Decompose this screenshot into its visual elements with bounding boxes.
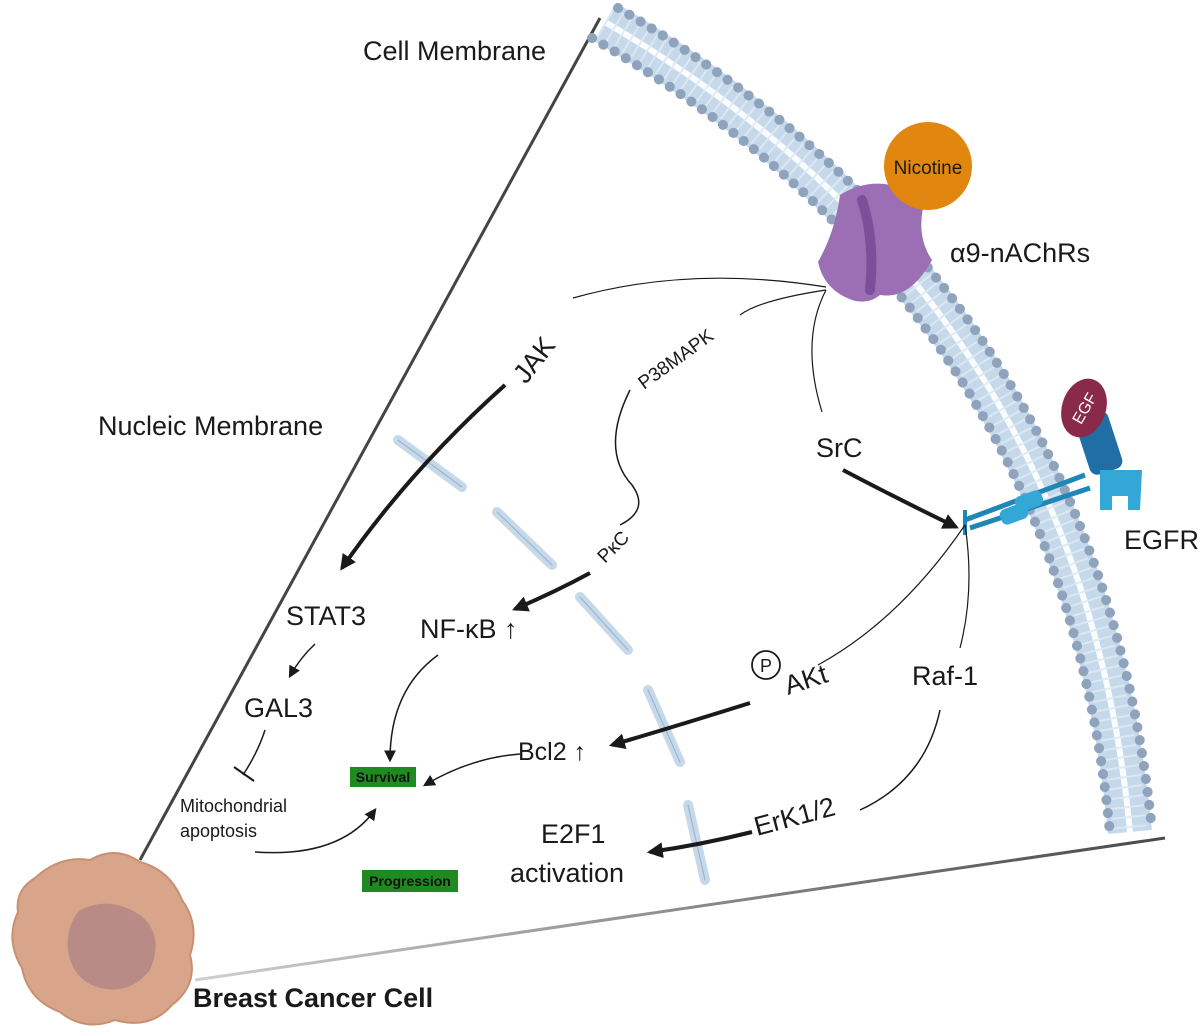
nucleic-membrane-label: Nucleic Membrane — [98, 411, 323, 441]
nfkb-label: NF-κB ↑ — [420, 614, 518, 644]
arrow-jak-stat3 — [340, 383, 507, 571]
wedge-bottom-edge — [194, 836, 1166, 982]
progression-box: Progression — [362, 870, 458, 892]
arrow-nfkb-survival — [384, 654, 439, 763]
nucleic-membrane — [393, 435, 710, 885]
nicotine-molecule: Nicotine — [884, 122, 972, 210]
nicotine-label: Nicotine — [894, 158, 963, 179]
stat3-label: STAT3 — [286, 601, 366, 631]
survival-label: Survival — [356, 769, 410, 785]
signal-lines — [572, 277, 970, 666]
e2f1-label-line1: E2F1 — [541, 819, 606, 849]
arrow-stat3-gal3 — [288, 643, 316, 679]
thin-arrows — [233, 643, 941, 854]
arrow-akt-bcl2 — [608, 701, 751, 750]
arrow-src-egfr — [842, 468, 959, 529]
p38mapk-label: P38MAPK — [635, 325, 719, 394]
cell-membrane-arc — [587, 3, 1157, 839]
gal3-label: GAL3 — [244, 693, 313, 723]
survival-box: Survival — [350, 767, 416, 787]
e2f1-label-line2: activation — [510, 858, 624, 888]
erk-label: ErK1/2 — [751, 791, 838, 841]
thick-arrows — [340, 383, 959, 859]
receptor-label: α9-nAChRs — [950, 238, 1090, 268]
progression-label: Progression — [369, 873, 451, 889]
raf1-label: Raf-1 — [912, 661, 978, 691]
src-label: SrC — [816, 433, 863, 463]
arrow-pkc-nfkb — [512, 571, 591, 612]
arrow-bcl2-survival — [422, 753, 521, 787]
jak-label: JAK — [507, 331, 561, 389]
cell-membrane-label: Cell Membrane — [363, 36, 546, 66]
arrow-mito-survival — [254, 808, 377, 854]
bcl2-label: Bcl2 ↑ — [518, 738, 586, 766]
pkc-label: PκC — [594, 527, 634, 567]
akt-label: AKt — [781, 659, 832, 701]
egf-ligand: EGF — [1061, 378, 1107, 438]
mito-label-line1: Mitochondrial — [180, 796, 287, 816]
cell-icon — [11, 852, 195, 1026]
phospho-label: P — [760, 656, 772, 676]
line-raf-erk — [859, 709, 941, 811]
mito-label-line2: apoptosis — [180, 821, 257, 841]
wedge-top-edge — [138, 17, 602, 861]
egfr-icon — [963, 411, 1142, 535]
inhibit-gal3-mito — [242, 729, 266, 776]
receptor-icon — [818, 183, 932, 302]
egfr-label: EGFR — [1124, 525, 1199, 555]
arrow-erk-e2f1 — [646, 830, 753, 859]
breast-cancer-cell-label: Breast Cancer Cell — [193, 983, 433, 1013]
phospho-marker: P — [751, 650, 781, 680]
